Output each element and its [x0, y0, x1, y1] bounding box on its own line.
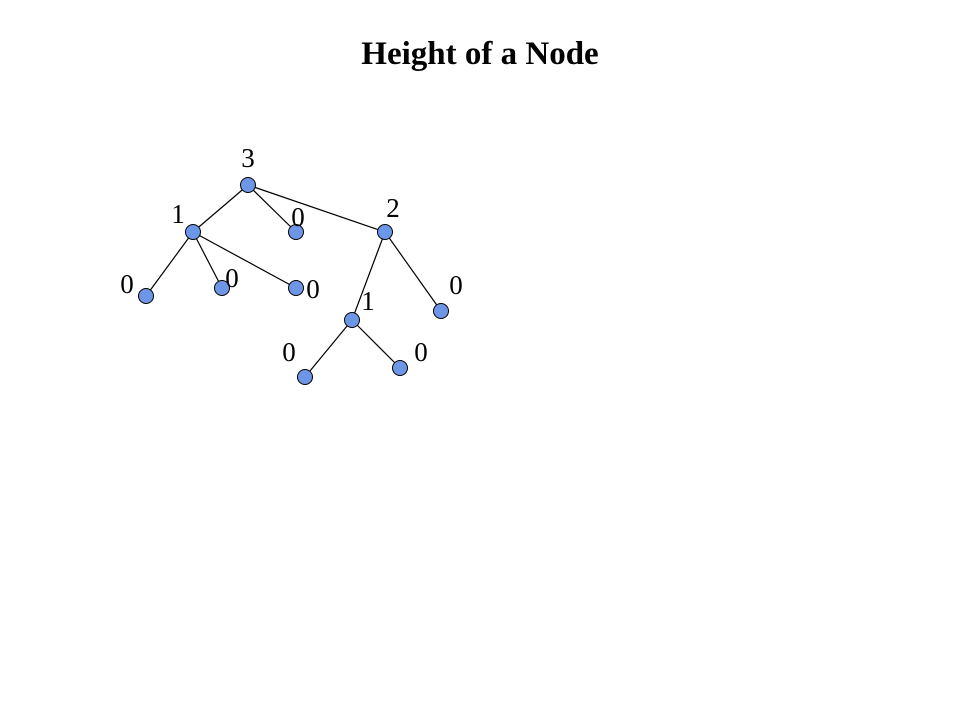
height-label-c1b: 0 [414, 337, 428, 367]
edge-c-c1 [351, 231, 386, 321]
height-label-a3: 0 [306, 274, 320, 304]
edge-c-c2 [384, 231, 442, 312]
tree-node-c [377, 224, 393, 240]
edge-a-a1 [145, 231, 194, 297]
height-label-c1a: 0 [282, 337, 296, 367]
height-labels: 3 1 0 2 0 0 0 1 0 0 0 [120, 143, 463, 367]
tree-node-root [240, 177, 256, 193]
height-label-a: 1 [171, 199, 185, 229]
tree-node-c1b [392, 360, 408, 376]
height-label-a2: 0 [225, 263, 239, 293]
tree-node-a3 [288, 280, 304, 296]
height-label-a1: 0 [120, 269, 134, 299]
tree-edges [145, 184, 442, 378]
edge-root-c [247, 184, 386, 233]
edge-root-a [192, 184, 249, 233]
tree-node-b [288, 224, 304, 240]
tree-node-a [185, 224, 201, 240]
tree-nodes [138, 177, 449, 385]
height-label-b: 0 [291, 202, 305, 232]
tree-node-c1 [344, 312, 360, 328]
edge-root-b [247, 184, 297, 233]
height-label-root: 3 [241, 143, 255, 173]
page-title: Height of a Node [361, 36, 599, 72]
edge-a-a2 [192, 231, 223, 289]
tree-node-c2 [433, 303, 449, 319]
edge-c1-c1a [304, 319, 353, 378]
tree-node-a2 [214, 280, 230, 296]
height-label-c: 2 [386, 193, 400, 223]
height-label-c2: 0 [449, 270, 463, 300]
tree-node-a1 [138, 288, 154, 304]
tree-node-c1a [297, 369, 313, 385]
height-label-c1: 1 [361, 286, 375, 316]
edge-c1-c1b [351, 319, 401, 369]
edge-a-a3 [192, 231, 297, 289]
